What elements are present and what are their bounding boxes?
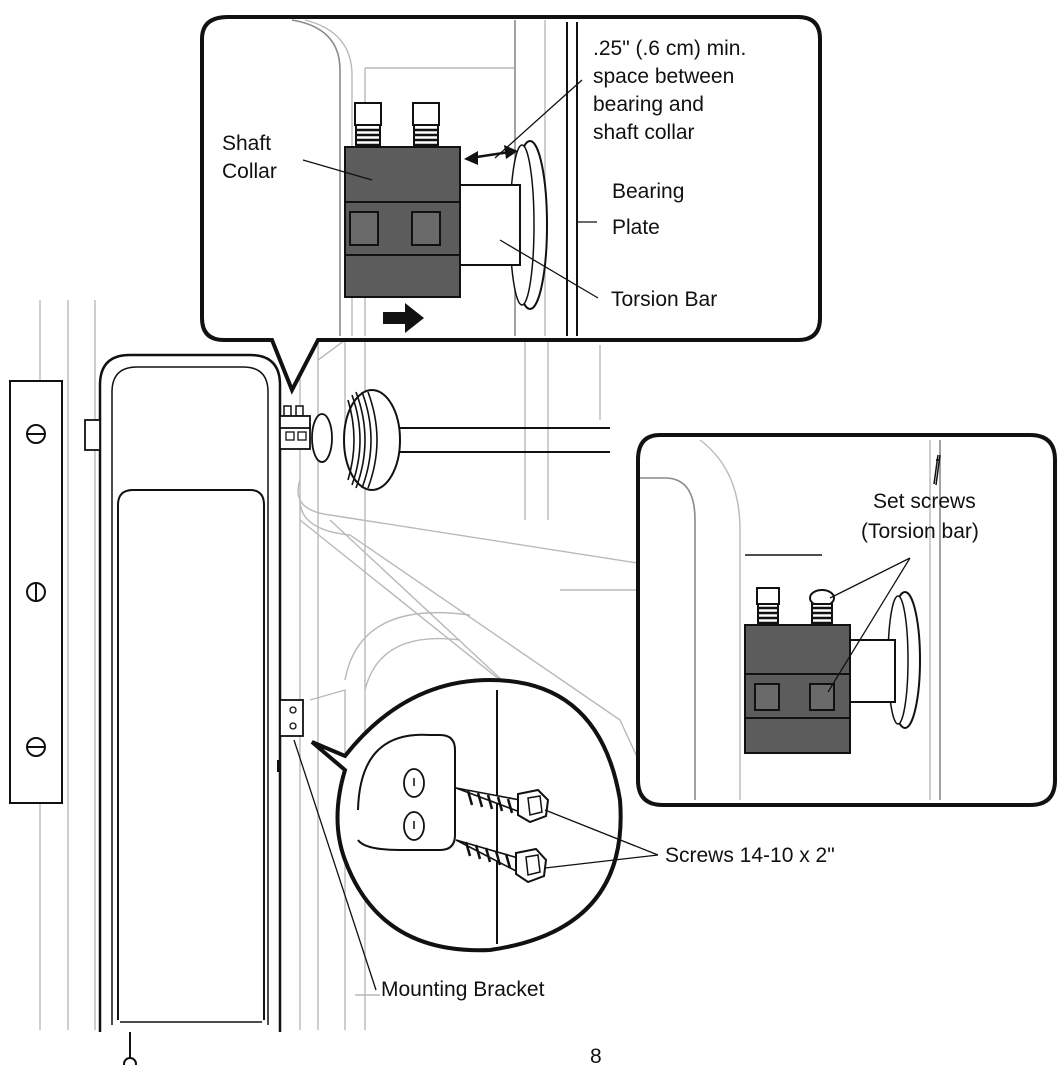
callout-top bbox=[200, 15, 822, 395]
label-torsion-bar: Torsion Bar bbox=[611, 288, 717, 311]
direction-arrow-icon bbox=[383, 303, 424, 333]
pull-cord-icon bbox=[123, 1032, 137, 1065]
page-number: 8 bbox=[590, 1045, 602, 1065]
opener-unit bbox=[84, 353, 282, 1065]
label-bearing-plate: Bearing Plate bbox=[612, 180, 684, 239]
bearing-plate-line: Plate bbox=[612, 216, 660, 239]
shaft-collar-small bbox=[279, 405, 333, 463]
bracket-bolt-icon bbox=[26, 737, 46, 757]
label-mounting-bracket: Mounting Bracket bbox=[381, 978, 545, 1001]
label-screws: Screws 14-10 x 2" bbox=[665, 844, 835, 867]
screw-icon bbox=[455, 787, 550, 824]
spacing-note-line: .25" (.6 cm) min. bbox=[593, 37, 746, 60]
shaft-collar-line: Collar bbox=[222, 160, 277, 183]
screw-icon bbox=[455, 839, 548, 884]
bracket-hole-icon bbox=[403, 811, 425, 841]
spacing-note-line: bearing and bbox=[593, 93, 704, 116]
shaft-collar-line: Shaft bbox=[222, 132, 271, 155]
set-screws-line: Set screws bbox=[873, 490, 976, 513]
bracket-hole-icon bbox=[403, 768, 425, 798]
bearing-plate-line: Bearing bbox=[612, 180, 684, 203]
label-shaft-collar: Shaft Collar bbox=[222, 132, 277, 183]
callout-right bbox=[636, 433, 1057, 807]
cable-drum bbox=[343, 389, 610, 491]
label-spacing-note: .25" (.6 cm) min. space between bearing … bbox=[593, 37, 746, 144]
label-set-screws: Set screws (Torsion bar) bbox=[861, 490, 979, 543]
wall-bracket bbox=[9, 380, 63, 804]
callout-round bbox=[293, 677, 659, 991]
bracket-bolt-icon bbox=[26, 582, 46, 602]
spacing-note-line: space between bbox=[593, 65, 734, 88]
spacing-note-line: shaft collar bbox=[593, 121, 695, 144]
mounting-bracket bbox=[277, 699, 304, 772]
set-screws-line: (Torsion bar) bbox=[861, 520, 979, 543]
bracket-bolt-icon bbox=[26, 424, 46, 444]
